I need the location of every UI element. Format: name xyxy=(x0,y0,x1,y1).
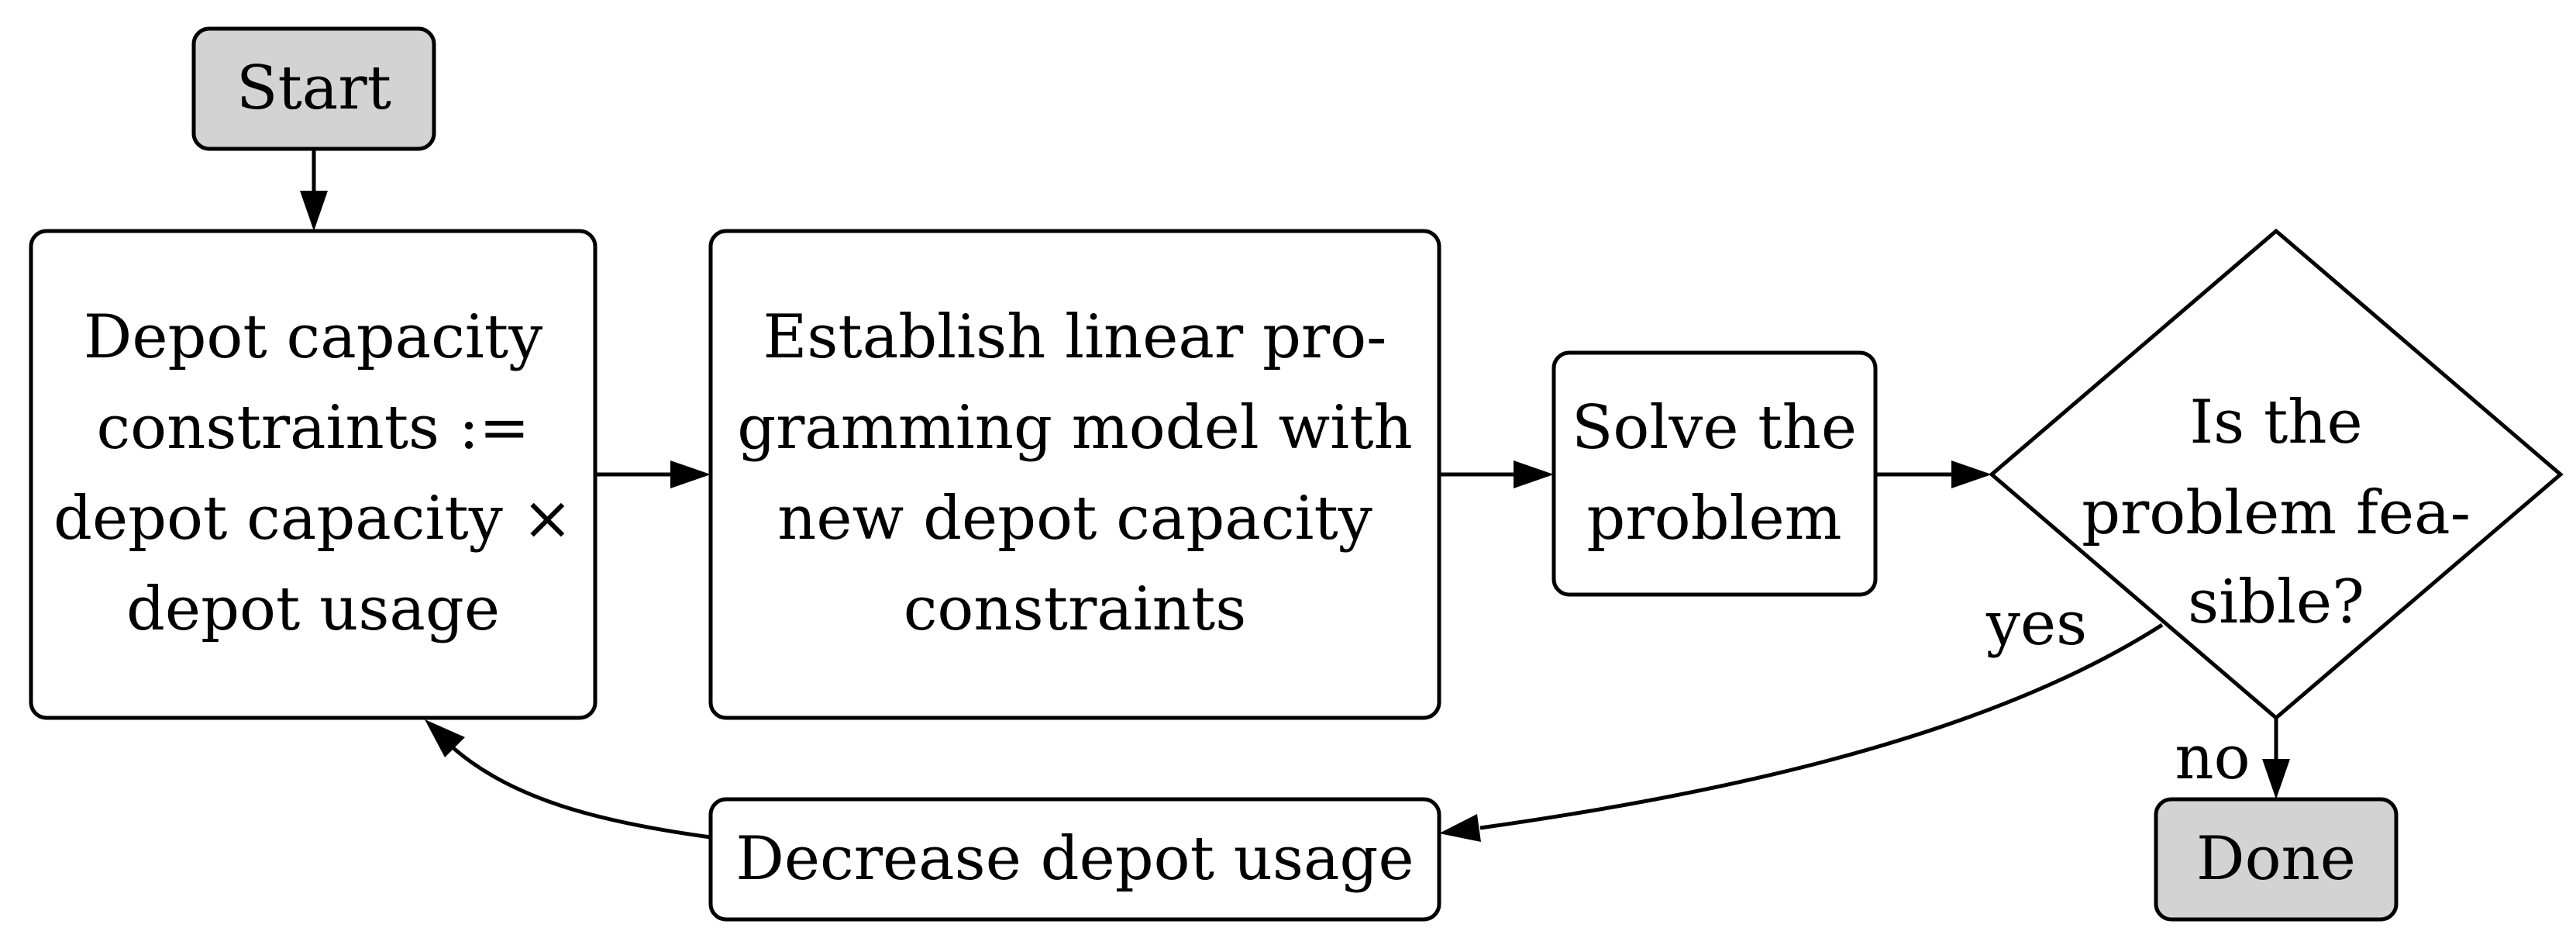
yes-label: yes xyxy=(1985,589,2087,659)
solve-box xyxy=(1551,350,1878,597)
establish-line-1: Establish linear pro- xyxy=(763,302,1386,372)
constraints-line-3: depot capacity × xyxy=(53,484,573,554)
arrow-decrease-to-constraints xyxy=(452,747,711,840)
arrowhead-feasible-to-done xyxy=(2262,759,2290,799)
solve-line-1: Solve the xyxy=(1572,393,1857,463)
feasible-line-1: Is the xyxy=(2189,388,2362,457)
establish-line-4: constraints xyxy=(904,574,1247,644)
establish-line-3: new depot capacity xyxy=(777,484,1372,554)
start-label: Start xyxy=(236,53,391,123)
no-label: no xyxy=(2175,723,2250,793)
feasible-line-2: problem fea- xyxy=(2082,478,2471,548)
arrow-feasible-to-decrease-yes xyxy=(1479,623,2164,830)
arrowhead-constraints-to-establish xyxy=(670,460,711,488)
constraints-line-1: Depot capacity xyxy=(84,302,542,372)
arrowhead-feasible-to-decrease xyxy=(1439,814,1481,842)
constraints-line-2: constraints := xyxy=(96,393,529,463)
solve-node: Solve the problem xyxy=(1551,350,1878,597)
establish-line-2: gramming model with xyxy=(737,393,1413,463)
constraints-node: Depot capacity constraints := depot capa… xyxy=(29,229,598,720)
decrease-node: Decrease depot usage xyxy=(708,797,1441,922)
feasible-line-3: sible? xyxy=(2188,567,2364,637)
arrowhead-start-to-constraints xyxy=(300,191,328,231)
arrowhead-decrease-to-constraints xyxy=(425,719,465,757)
decrease-box xyxy=(708,797,1441,922)
start-node: Start xyxy=(191,26,436,151)
arrowhead-establish-to-solve xyxy=(1514,460,1554,488)
establish-node: Establish linear pro- gramming model wit… xyxy=(708,229,1441,720)
done-node: Done xyxy=(2154,797,2399,922)
decrease-label: Decrease depot usage xyxy=(735,824,1414,894)
arrowhead-solve-to-feasible xyxy=(1951,460,1992,488)
done-label: Done xyxy=(2196,824,2356,894)
constraints-line-4: depot usage xyxy=(126,574,500,644)
solve-line-2: problem xyxy=(1586,484,1841,554)
